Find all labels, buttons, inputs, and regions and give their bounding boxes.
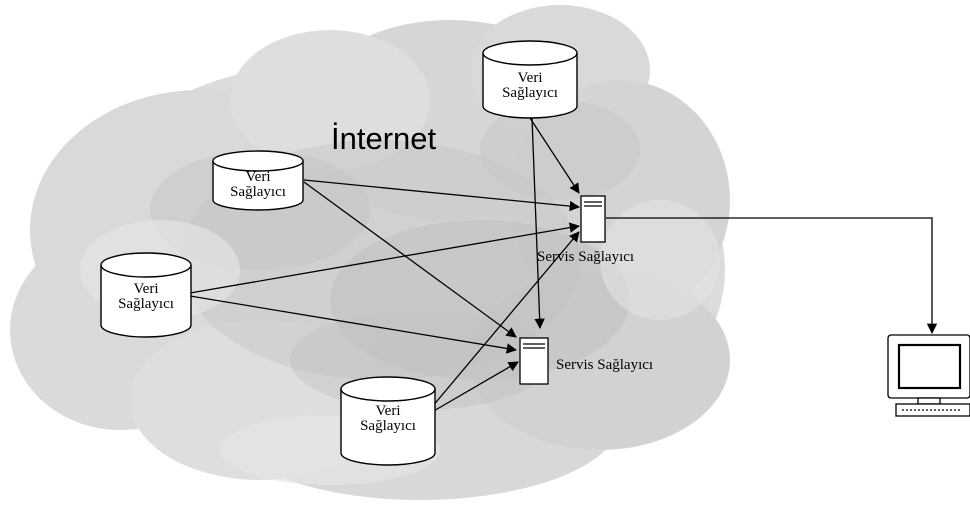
data-provider-2 — [100, 252, 192, 338]
data-provider-2-line2: Sağlayıcı — [118, 296, 174, 312]
data-provider-4-line1: Veri — [375, 403, 401, 419]
data-provider-2-label: Veri Sağlayıcı — [96, 282, 196, 312]
link-sp1-client — [606, 217, 938, 335]
data-provider-2-line1: Veri — [133, 281, 159, 297]
data-provider-3-line1: Veri — [517, 70, 543, 86]
service-provider-1-server-icon — [580, 195, 606, 243]
service-provider-2-label: Servis Sağlayıcı — [556, 357, 654, 373]
link-dp2-sp1 — [189, 222, 581, 294]
computer-icon — [887, 334, 970, 417]
internet-label: İnternet — [331, 121, 437, 156]
data-provider-1 — [212, 150, 304, 211]
link-dp2-sp2 — [189, 295, 518, 354]
link-dp3-sp1 — [529, 117, 580, 194]
link-dp4-sp2 — [431, 361, 519, 413]
data-provider-1-line1: Veri — [245, 169, 271, 185]
data-provider-1-line2: Sağlayıcı — [230, 184, 286, 200]
link-dp3-sp2 — [531, 117, 545, 330]
link-dp4-sp1 — [431, 231, 580, 408]
data-provider-4 — [340, 376, 436, 466]
link-dp1-sp2 — [303, 181, 517, 338]
data-provider-3 — [482, 40, 578, 119]
data-provider-4-label: Veri Sağlayıcı — [338, 404, 438, 434]
data-provider-3-label: Veri Sağlayıcı — [480, 71, 580, 101]
data-provider-3-line2: Sağlayıcı — [502, 85, 558, 101]
link-dp1-sp1 — [303, 179, 581, 212]
data-provider-4-line2: Sağlayıcı — [360, 418, 416, 434]
service-provider-2-server-icon — [519, 337, 549, 385]
service-provider-1-label: Servis Sağlayıcı — [537, 249, 635, 265]
connections — [189, 117, 938, 413]
data-provider-1-label: Veri Sağlayıcı — [208, 170, 308, 200]
